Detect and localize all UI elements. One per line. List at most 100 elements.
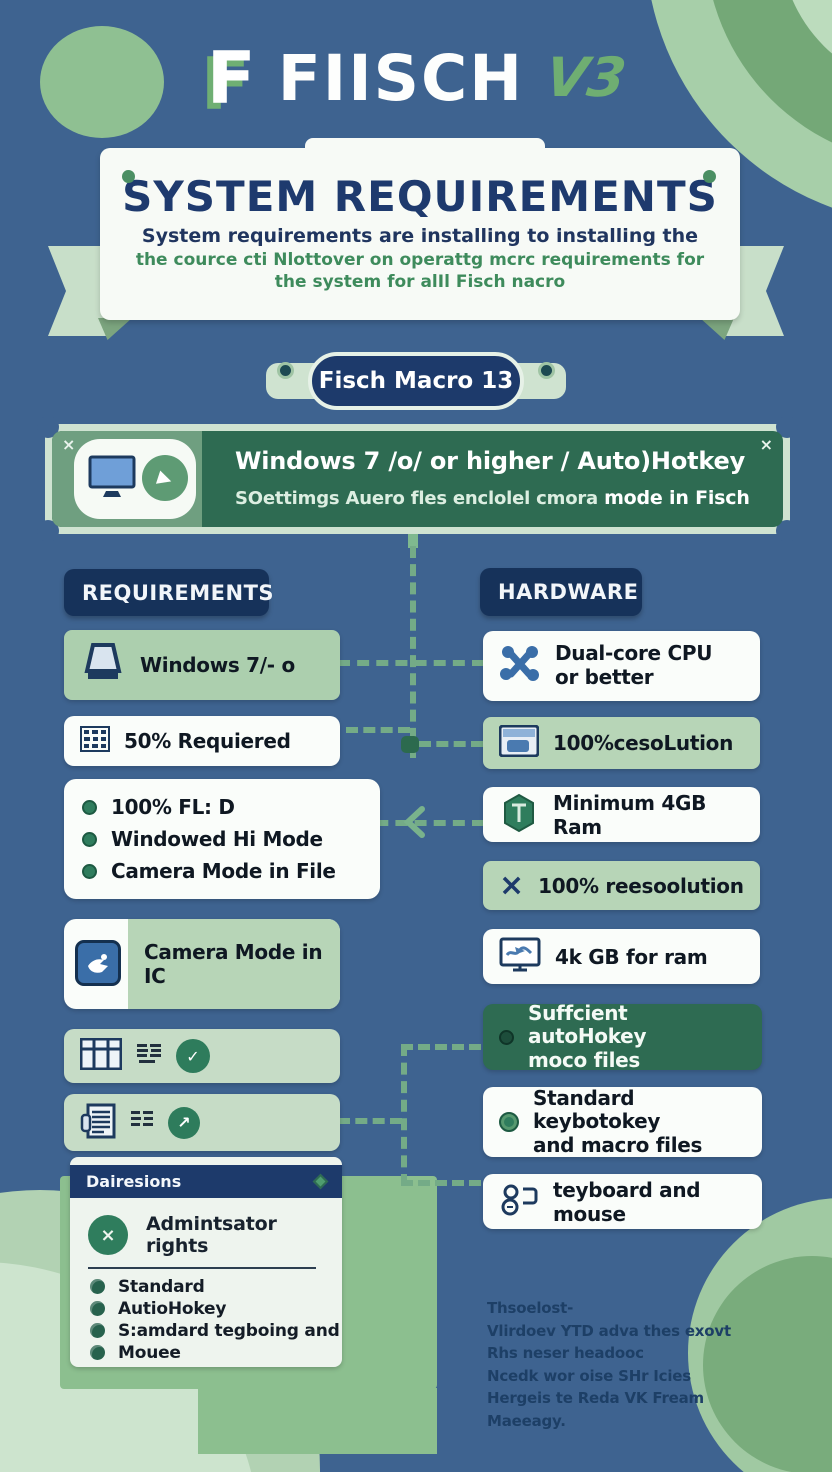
connector-line: [401, 1044, 481, 1050]
hardware-label-line1: Dual-core CPU: [555, 641, 713, 666]
bullet-dot-icon: [90, 1345, 105, 1360]
hardware-label: Suffcient autoHokey moco files: [528, 1000, 746, 1073]
banner-title: Windows 7 /o/ or higher / Auto)Hotkey: [235, 447, 746, 475]
list-item-label: Mouee: [118, 1342, 181, 1363]
monitor-icon: [80, 642, 126, 688]
list-item: AutioHokey: [90, 1298, 340, 1319]
check-circle-icon: ✓: [176, 1039, 210, 1073]
banner-subtitle-bold: mode in Fisch: [604, 487, 750, 509]
sparkle-x-icon: ×: [759, 435, 773, 454]
list-item-label: Standard: [118, 1276, 205, 1297]
pin-dot-icon: [703, 170, 716, 183]
page-title: SYSTEM REQUIREMENTS: [122, 172, 718, 221]
bullet-row: Camera Mode in File: [82, 859, 362, 883]
badge-dot-icon: [277, 362, 294, 379]
banner-connector: [408, 534, 418, 548]
panel-header: Dairesions: [70, 1165, 342, 1198]
banner-icon-chip: ▶: [74, 439, 196, 519]
requirement-item-icons-row-1: ✓: [64, 1029, 340, 1083]
arrow-circle-icon: ↗: [168, 1106, 200, 1139]
app-logo: F FIISCH V3: [0, 42, 832, 114]
bullet-label: Windowed Hi Mode: [111, 827, 323, 851]
hardware-item-ram: Minimum 4GB Ram: [483, 787, 760, 842]
hardware-label-line2: and macro files: [533, 1132, 703, 1157]
hardware-item-cpu: Dual-core CPU or better: [483, 631, 760, 701]
requirement-label: Camera Mode in IC: [144, 940, 323, 988]
requirement-item-camera-mode: Camera Mode in IC: [64, 919, 340, 1009]
list-item-label: AutioHokey: [118, 1298, 227, 1319]
gem-icon: [312, 1173, 329, 1190]
hardware-label-line1: Standard keybotokey: [533, 1085, 661, 1134]
admin-rights-label: Admintsator rights: [146, 1213, 277, 1257]
hardware-item-resolution-2: × 100% reesoolution: [483, 861, 760, 910]
logo-wordmark: FIISCH: [277, 41, 525, 115]
footnote-line: Thsoelost-: [487, 1299, 574, 1317]
bullet-dot-icon: [499, 1029, 514, 1045]
badge-dot-icon: [538, 362, 555, 379]
hardware-label: 100% reesoolution: [538, 873, 744, 898]
hardware-label: teyboard and mouse: [553, 1177, 701, 1226]
hardware-item-4gb: 4k GB for ram: [483, 929, 760, 984]
bullet-dot-icon: [82, 799, 97, 815]
list-item-label: S:amdard tegboing and: [118, 1320, 340, 1341]
connector-line: [410, 546, 416, 758]
connector-line: [338, 1118, 402, 1124]
hardware-label: Dual-core CPU or better: [555, 642, 712, 689]
keyboard-mouse-icon: [499, 1183, 539, 1221]
hardware-item-keyboard-files: Standard keybotokey and macro files: [483, 1085, 762, 1157]
logo-version: V3: [541, 46, 630, 109]
banner-inner: ▶ × × Windows 7 /o/ or higher / Auto)Hot…: [52, 431, 783, 527]
list-item: Standard: [90, 1276, 340, 1297]
banner-subtitle: SOettimgs Auero fles enclolel cmora mode…: [235, 487, 750, 509]
permissions-panel: Dairesions × Admintsator rights Standard…: [70, 1157, 342, 1367]
camera-card-green-pane: [128, 919, 340, 1009]
bullet-label: 100% FL: D: [111, 795, 235, 819]
banner-subtitle-regular: SOettimgs Auero fles enclolel cmora: [235, 488, 598, 509]
hardware-header: HARDWARE: [480, 568, 642, 616]
sparkle-x-icon: ×: [62, 435, 76, 454]
hardware-label-line2: moco files: [528, 1047, 641, 1072]
subtitle-line-1: System requirements are installing to in…: [141, 225, 699, 247]
ribbon-fold-left: [98, 318, 132, 340]
requirements-header: REQUIREMENTS: [64, 569, 274, 616]
corner-cutout: [776, 416, 798, 438]
list-item: S:amdard tegboing and: [90, 1320, 340, 1341]
bullet-dot-icon: [90, 1279, 105, 1294]
window-icon: [498, 724, 540, 761]
table-icon: [79, 1037, 123, 1074]
tools-circle-icon: ×: [88, 1215, 128, 1255]
hardware-label: 4k GB for ram: [555, 944, 708, 969]
subtitle-line-3: the system for alIl Fisch nacro: [274, 272, 566, 292]
connector-line: [338, 660, 484, 666]
requirement-item-windows: Windows 7/- o: [64, 630, 340, 700]
title-card: SYSTEM REQUIREMENTS System requirements …: [100, 138, 740, 320]
bullet-row: Windowed Hi Mode: [82, 827, 362, 851]
hardware-item-autohotkey-files: Suffcient autoHokey moco files: [483, 1000, 762, 1073]
grid-glyph-icon: [130, 1110, 154, 1136]
bullet-dot-icon: [90, 1323, 105, 1338]
hardware-label-line1: Suffcient autoHokey: [528, 1000, 647, 1049]
hardware-label-line2: or better: [555, 665, 654, 689]
permissions-list: Standard AutioHokey S:amdard tegboing an…: [90, 1276, 340, 1363]
green-circle-decoration: [40, 26, 164, 138]
cursor-circle-icon: ▶: [142, 455, 188, 501]
subtitle-line-2: the cource cti Nlottover on operattg mcr…: [135, 250, 705, 270]
arrowhead-icon: [402, 806, 426, 842]
ribbon-fold-right: [700, 318, 734, 340]
version-badge: Fisch Macro 13: [266, 352, 566, 410]
connector-line: [419, 741, 483, 747]
badge-label: Fisch Macro 13: [308, 352, 524, 410]
os-banner: ▶ × × Windows 7 /o/ or higher / Auto)Hot…: [37, 416, 798, 542]
logo-f-mark: F: [206, 36, 256, 120]
list-glyph-icon: [136, 1043, 162, 1069]
bullet-label: Camera Mode in File: [111, 859, 336, 883]
footnote-line: Rhs neser headooc: [487, 1344, 644, 1362]
monitor-icon: [84, 453, 140, 505]
requirement-item-icons-row-2: ↗: [64, 1094, 340, 1151]
panel-title: Dairesions: [86, 1172, 182, 1191]
connector-line: [401, 1180, 481, 1186]
hexagon-t-icon: [499, 793, 539, 837]
hardware-label: Minimum 4GB Ram: [553, 790, 707, 839]
divider: [88, 1267, 316, 1269]
